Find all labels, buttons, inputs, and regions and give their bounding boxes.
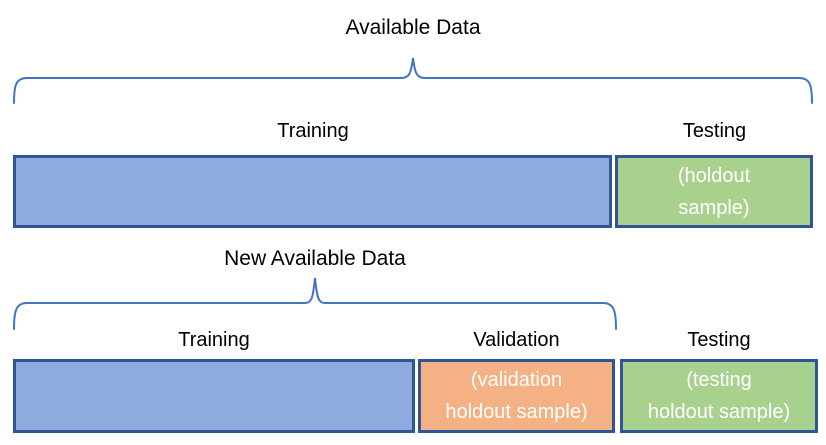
new-available-data-title: New Available Data [224,247,406,270]
bottom-testing-segment: (testing holdout sample) [620,359,818,433]
bottom-validation-segment: (validation holdout sample) [418,359,615,433]
bottom-testing-holdout-text: (testing holdout sample) [647,369,791,423]
top-testing-holdout-text: (holdout sample) [677,164,751,219]
bottom-validation-holdout-text: (validation holdout sample) [445,369,588,423]
bottom-testing-label: Testing [687,329,751,351]
available-data-brace-icon [13,57,813,104]
bottom-training-label: Training [178,329,250,351]
available-data-title: Available Data [345,16,481,39]
bottom-validation-label: Validation [473,329,560,351]
bottom-training-segment [13,359,415,433]
new-available-data-brace-icon [13,277,617,330]
top-training-label: Training [277,120,349,142]
top-training-segment [13,155,612,228]
top-testing-segment: (holdout sample) [615,155,813,228]
top-testing-label: Testing [682,120,747,142]
